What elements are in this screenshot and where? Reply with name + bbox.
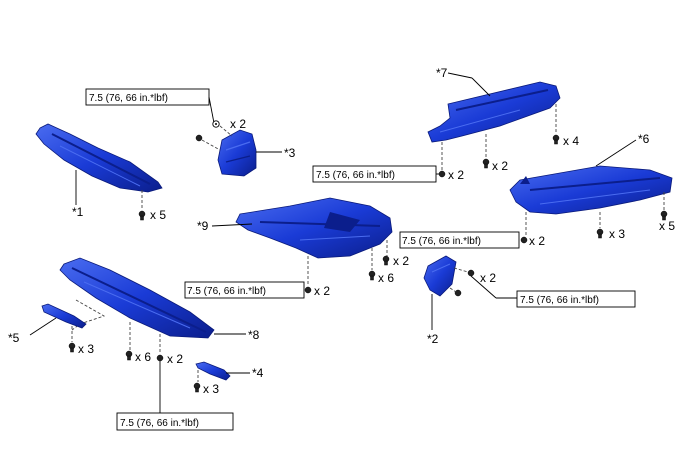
torque-label-part7: 7.5 (76, 66 in.*lbf) <box>316 170 395 181</box>
clip-icon <box>382 255 390 266</box>
part-9-center-cover <box>235 197 393 259</box>
bolt-icon <box>467 269 475 277</box>
qty-part4-clips: x 3 <box>203 382 219 396</box>
clip-icon <box>596 228 604 239</box>
torque-box-part9 <box>184 281 305 299</box>
bolt-icon <box>520 236 528 244</box>
clip-icon <box>193 382 201 393</box>
callout-part-5: *5 <box>8 331 20 345</box>
torque-box-part8 <box>116 412 234 431</box>
qty-part9-bolts: x 2 <box>314 284 330 298</box>
qty-part7-clips-right: x 4 <box>563 134 579 148</box>
callout-part-1: *1 <box>72 205 84 219</box>
part-2-small-bracket <box>423 255 457 297</box>
torque-label-part2: 7.5 (76, 66 in.*lbf) <box>520 295 599 306</box>
qty-part8-bolts: x 2 <box>167 352 183 366</box>
clip-icon <box>125 350 133 361</box>
torque-label-part8: 7.5 (76, 66 in.*lbf) <box>120 418 199 429</box>
torque-box-part6 <box>399 231 520 249</box>
qty-part5-clips: x 3 <box>78 342 94 356</box>
torque-label-part9: 7.5 (76, 66 in.*lbf) <box>187 286 266 297</box>
torque-box-part2 <box>516 290 636 308</box>
qty-part6-clips-right: x 5 <box>659 219 675 233</box>
bolt-icon <box>156 354 164 362</box>
part-3-bracket <box>217 129 257 177</box>
qty-part6-clips-mid: x 3 <box>609 227 625 241</box>
callout-part-6: *6 <box>638 132 650 146</box>
clip-icon <box>368 270 376 281</box>
qty-part3-bolts: x 2 <box>230 117 246 131</box>
part-4-strip <box>195 361 231 381</box>
clip-icon <box>68 342 76 353</box>
clip-icon <box>552 134 560 145</box>
callout-part-4: *4 <box>252 366 264 380</box>
part-5-strip <box>41 303 87 329</box>
callout-part-2: *2 <box>427 332 439 346</box>
callout-part-7: *7 <box>436 66 448 80</box>
clip-icon <box>482 158 490 169</box>
washer-icon <box>212 120 220 128</box>
qty-part9-clips-mid: x 2 <box>393 254 409 268</box>
qty-part7-clips-mid: x 2 <box>492 159 508 173</box>
bolt-icon <box>438 170 446 178</box>
part-8-lower-cover <box>59 257 215 339</box>
part-6-rear-cover <box>509 165 673 215</box>
qty-part2-bolts: x 2 <box>480 271 496 285</box>
qty-part1-clips: x 5 <box>150 208 166 222</box>
bolt-icon <box>454 289 462 297</box>
torque-label-part3: 7.5 (76, 66 in.*lbf) <box>89 93 168 104</box>
qty-part9-clips-right: x 6 <box>378 271 394 285</box>
qty-part8-clips: x 6 <box>135 350 151 364</box>
callout-part-9: *9 <box>197 219 209 233</box>
clip-icon <box>138 210 146 221</box>
bolt-icon <box>195 134 203 142</box>
qty-part6-bolts-left: x 2 <box>529 234 545 248</box>
part-1-front-cover <box>35 123 163 193</box>
bolt-icon <box>304 286 312 294</box>
part-7-side-cover <box>427 81 561 143</box>
clip-icon <box>660 210 668 221</box>
callout-part-3: *3 <box>284 146 296 160</box>
qty-part7-bolts-left: x 2 <box>448 168 464 182</box>
torque-label-part6: 7.5 (76, 66 in.*lbf) <box>402 236 481 247</box>
callout-part-8: *8 <box>248 328 260 342</box>
